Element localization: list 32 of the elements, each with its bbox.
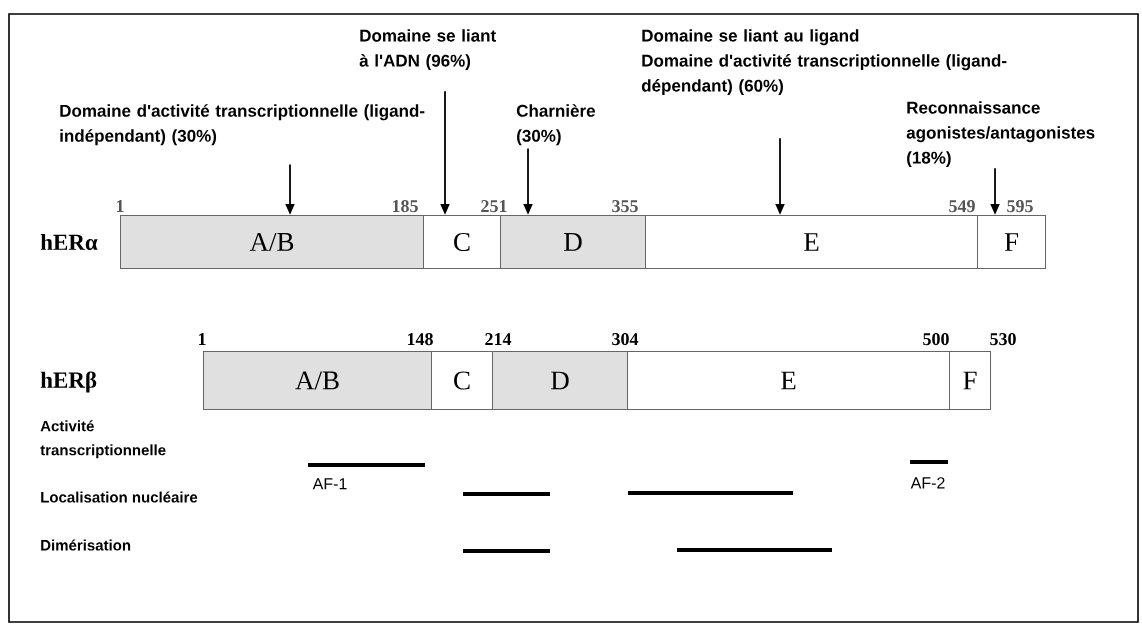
position-number: 530 <box>990 333 1016 346</box>
position-number: 185 <box>392 200 418 213</box>
position-number: 1 <box>116 200 124 212</box>
position-number: 355 <box>612 200 638 213</box>
position-number: 549 <box>949 200 975 213</box>
domain-box: D <box>492 351 628 410</box>
callout-text: Reconnaissance agonistes/antagonistes (18%) <box>906 101 1095 168</box>
domain-box: C <box>431 351 493 410</box>
domain-box: A/B <box>203 351 432 410</box>
row-label: Localisation nucléaire <box>41 491 198 503</box>
domain-box: C <box>423 215 501 269</box>
callout-text: Charnière (30%) <box>516 104 595 146</box>
domain-box: F <box>977 215 1046 269</box>
callout-text: Domaine d'activité transcriptionnelle (ligand-indépendant) (30%) <box>60 104 425 146</box>
domain-box: D <box>500 215 646 269</box>
callout-text: Domaine se liant au ligand Domaine d'activité transcriptionnelle (ligand-dépendant) (60%) <box>641 29 1007 96</box>
position-number: 214 <box>485 333 512 345</box>
receptor-label: hERα <box>40 233 98 251</box>
position-number: 251 <box>481 200 507 213</box>
position-number: 1 <box>198 333 206 345</box>
position-number: 595 <box>1007 200 1033 213</box>
af-label: AF-1 <box>312 478 347 490</box>
af-label: AF-2 <box>910 477 945 489</box>
callout-text: Domaine se liant à l'ADN (96%) <box>359 29 496 71</box>
domain-box: A/B <box>120 215 424 269</box>
position-number: 148 <box>407 333 433 346</box>
receptor-label: hERβ <box>40 371 97 393</box>
domain-box: F <box>949 351 991 410</box>
position-number: 500 <box>923 333 949 346</box>
row-label: Dimérisation <box>41 539 131 551</box>
row-label: Activité transcriptionnelle <box>40 420 166 459</box>
position-number: 304 <box>612 333 639 346</box>
